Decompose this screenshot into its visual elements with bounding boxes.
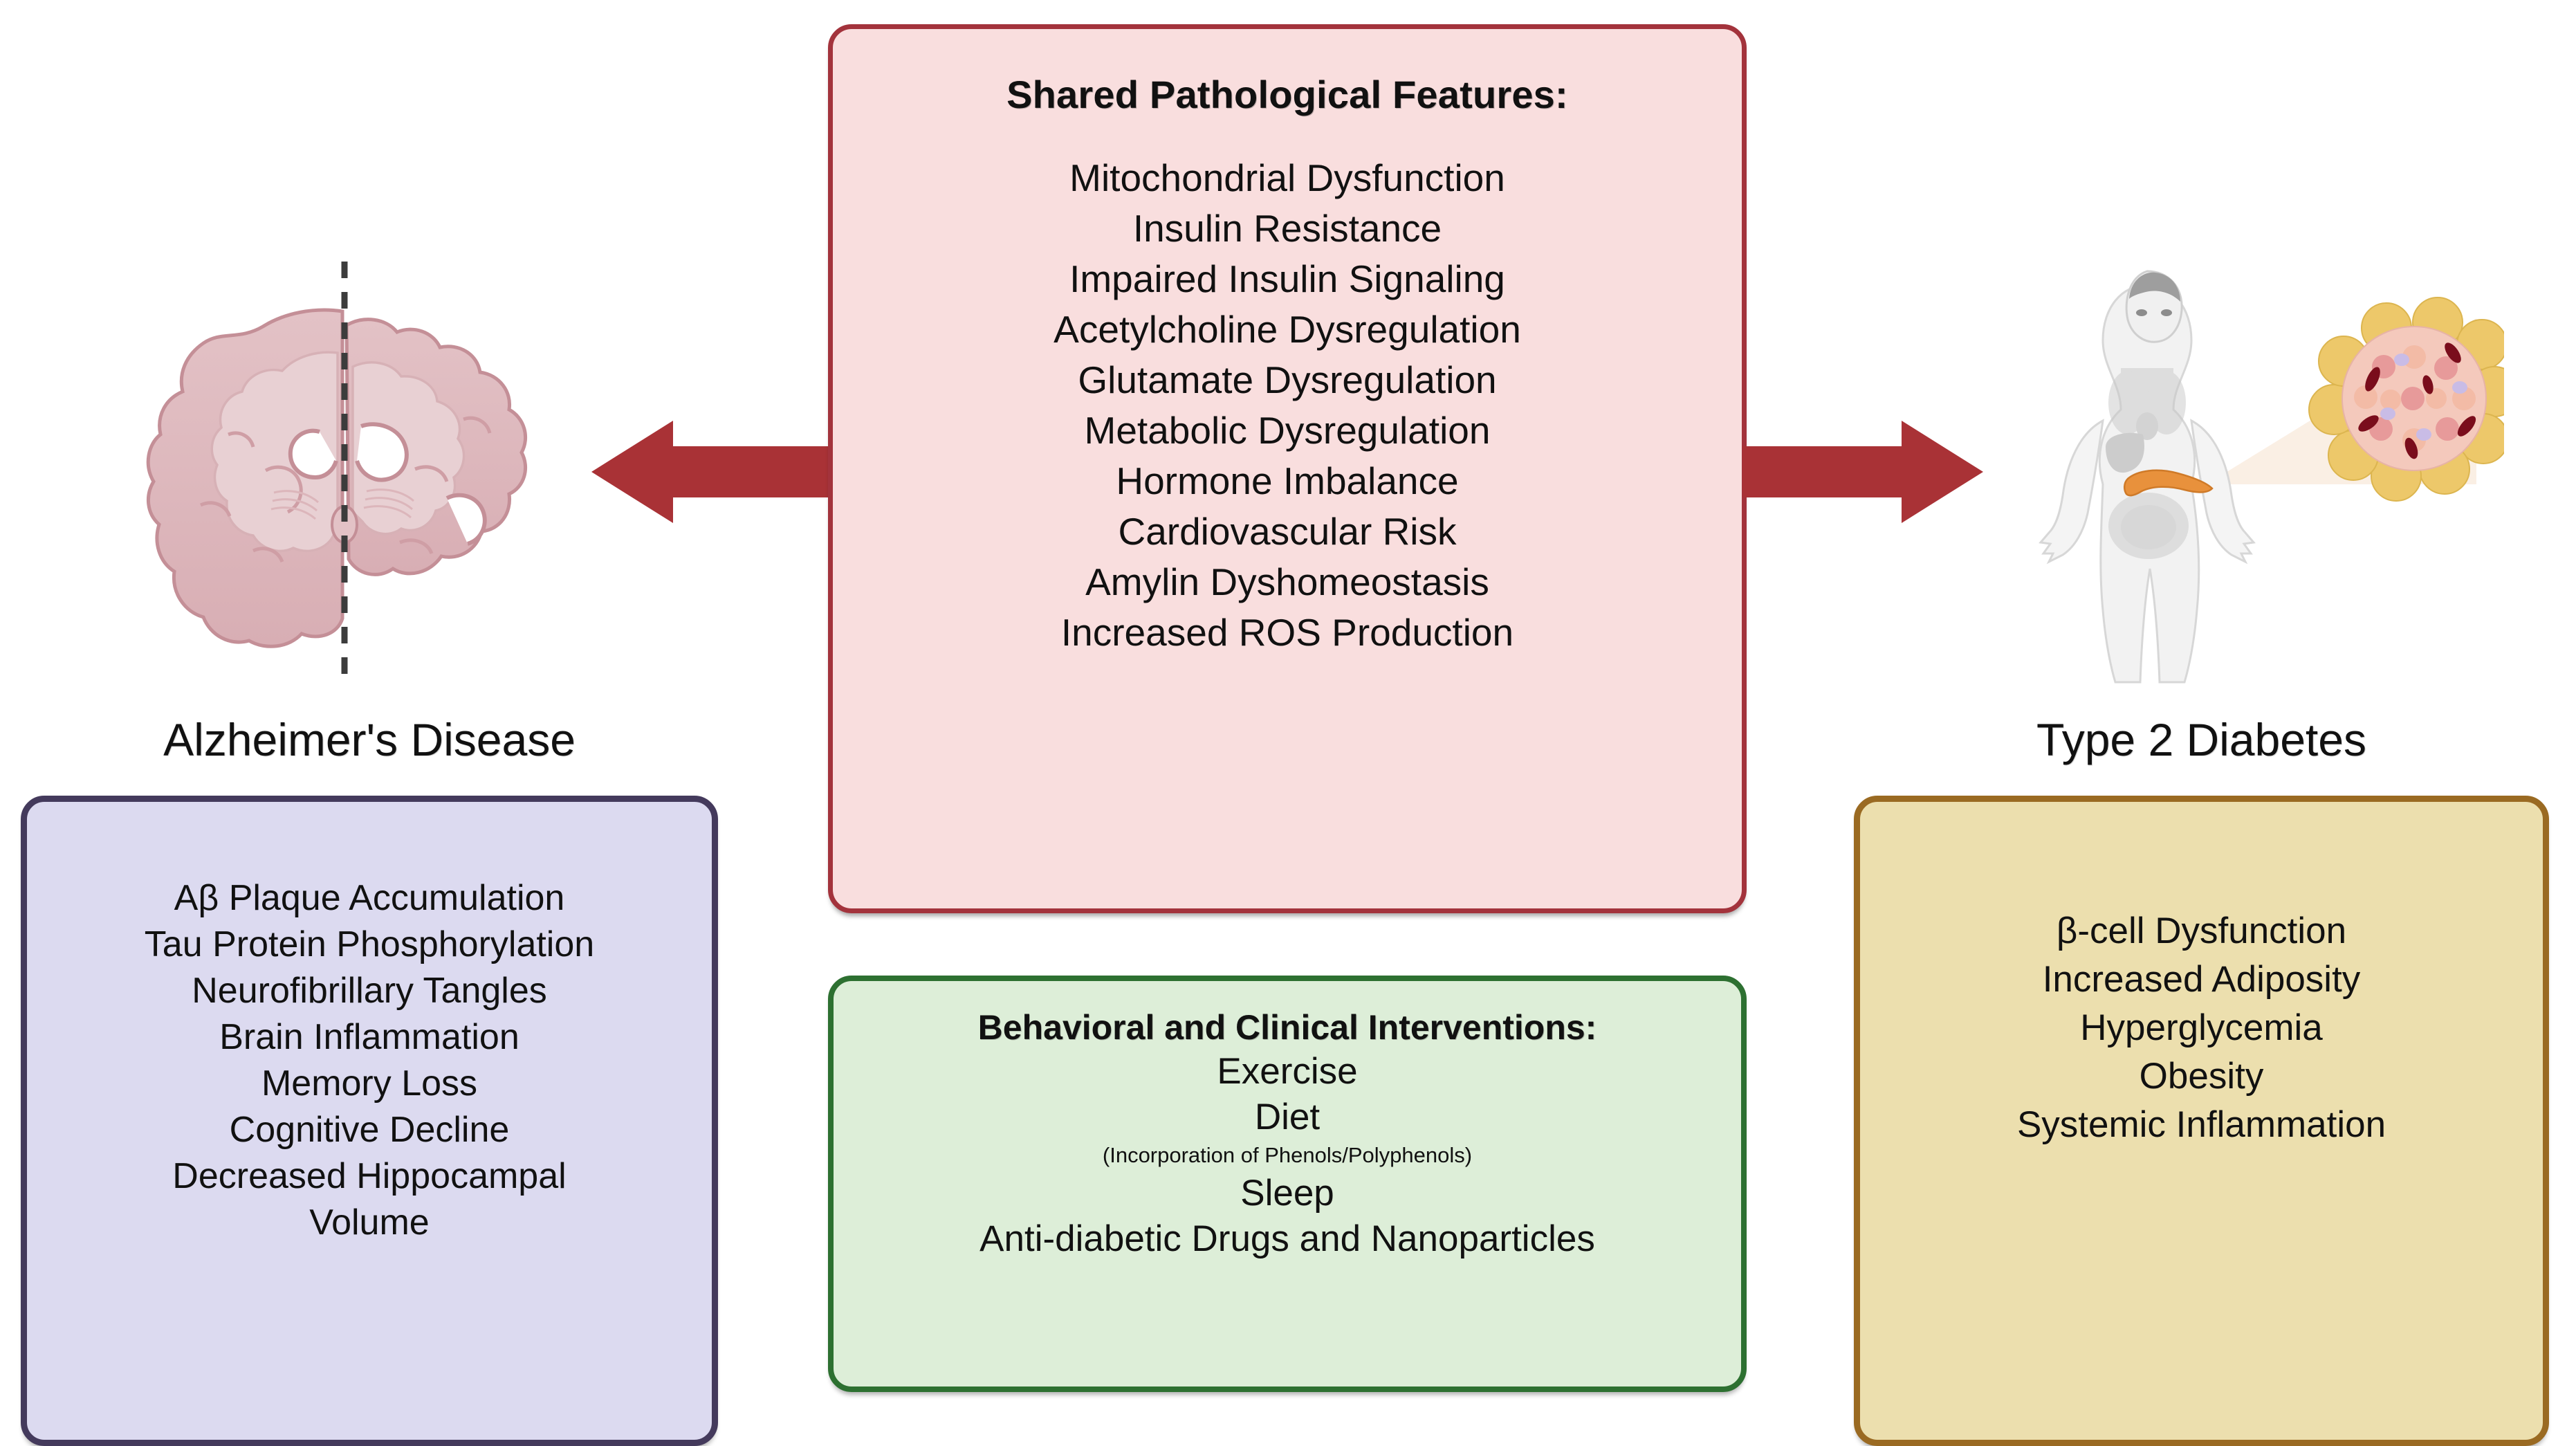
list-item: Hyperglycemia xyxy=(2080,1007,2323,1048)
list-item: Anti-diabetic Drugs and Nanoparticles xyxy=(979,1218,1595,1259)
alzheimers-features-panel: Aβ Plaque Accumulation Tau Protein Phosp… xyxy=(21,796,718,1446)
pancreas xyxy=(2124,469,2214,497)
islet-of-langerhans-inset xyxy=(2308,297,2504,502)
arrow-pointing-right-to-type-2-diabetes xyxy=(1742,421,1983,523)
arrow-pointing-left-to-alzheimers xyxy=(591,421,832,523)
list-item: Brain Inflammation xyxy=(219,1017,519,1057)
immune-cells xyxy=(2380,354,2467,441)
brain-left-hemisphere xyxy=(146,308,344,648)
list-item: Acetylcholine Dysregulation xyxy=(1054,308,1521,351)
list-item: Increased Adiposity xyxy=(2042,959,2361,1000)
list-item: Systemic Inflammation xyxy=(2016,1104,2386,1145)
list-item: Aβ Plaque Accumulation xyxy=(174,878,565,918)
brain-coronal-section-illustration xyxy=(146,262,528,679)
human-figure xyxy=(2039,270,2256,684)
list-item: Diet xyxy=(1254,1097,1321,1137)
list-item-note: (Incorporation of Phenols/Polyphenols) xyxy=(1102,1143,1473,1167)
list-item: Impaired Insulin Signaling xyxy=(1069,257,1505,300)
hair xyxy=(2129,272,2180,302)
type-2-diabetes-features-panel: β-cell Dysfunction Increased Adiposity H… xyxy=(1854,796,2549,1446)
list-item: Tau Protein Phosphorylation xyxy=(144,924,595,964)
list-item: Amylin Dyshomeostasis xyxy=(1085,560,1489,603)
list-item: Metabolic Dysregulation xyxy=(1084,409,1491,452)
list-item: β-cell Dysfunction xyxy=(2056,910,2347,951)
alzheimers-disease-title: Alzheimer's Disease xyxy=(163,714,576,765)
list-item: Cognitive Decline xyxy=(229,1110,510,1150)
interventions-heading: Behavioral and Clinical Interventions: xyxy=(977,1008,1597,1047)
list-item: Mitochondrial Dysfunction xyxy=(1069,156,1505,199)
internal-organs xyxy=(2106,368,2189,559)
list-item: Cardiovascular Risk xyxy=(1118,510,1457,553)
list-item: Exercise xyxy=(1217,1051,1358,1092)
list-item: Sleep xyxy=(1240,1173,1334,1214)
list-item: Obesity xyxy=(2139,1056,2264,1097)
list-item: Neurofibrillary Tangles xyxy=(192,971,547,1011)
amylin-deposits xyxy=(2358,342,2476,459)
list-item: Increased ROS Production xyxy=(1060,611,1514,654)
list-item: Volume xyxy=(309,1202,430,1243)
list-item: Insulin Resistance xyxy=(1132,207,1442,250)
obese-body-with-pancreas-islet-illustration xyxy=(2039,270,2504,684)
list-item: Glutamate Dysregulation xyxy=(1078,358,1497,401)
list-item: Memory Loss xyxy=(261,1063,478,1104)
type-2-diabetes-title: Type 2 Diabetes xyxy=(2036,714,2366,765)
list-item: Hormone Imbalance xyxy=(1116,459,1459,502)
behavioral-clinical-interventions-panel: Behavioral and Clinical Interventions: E… xyxy=(828,976,1747,1392)
list-item: Decreased Hippocampal xyxy=(172,1156,567,1196)
shared-pathological-features-panel: Shared Pathological Features: Mitochondr… xyxy=(828,24,1747,913)
shared-features-heading: Shared Pathological Features: xyxy=(1006,73,1568,116)
brain-right-hemisphere-atrophied xyxy=(344,318,528,576)
shared-features-list: Mitochondrial Dysfunction Insulin Resist… xyxy=(1054,153,1521,658)
